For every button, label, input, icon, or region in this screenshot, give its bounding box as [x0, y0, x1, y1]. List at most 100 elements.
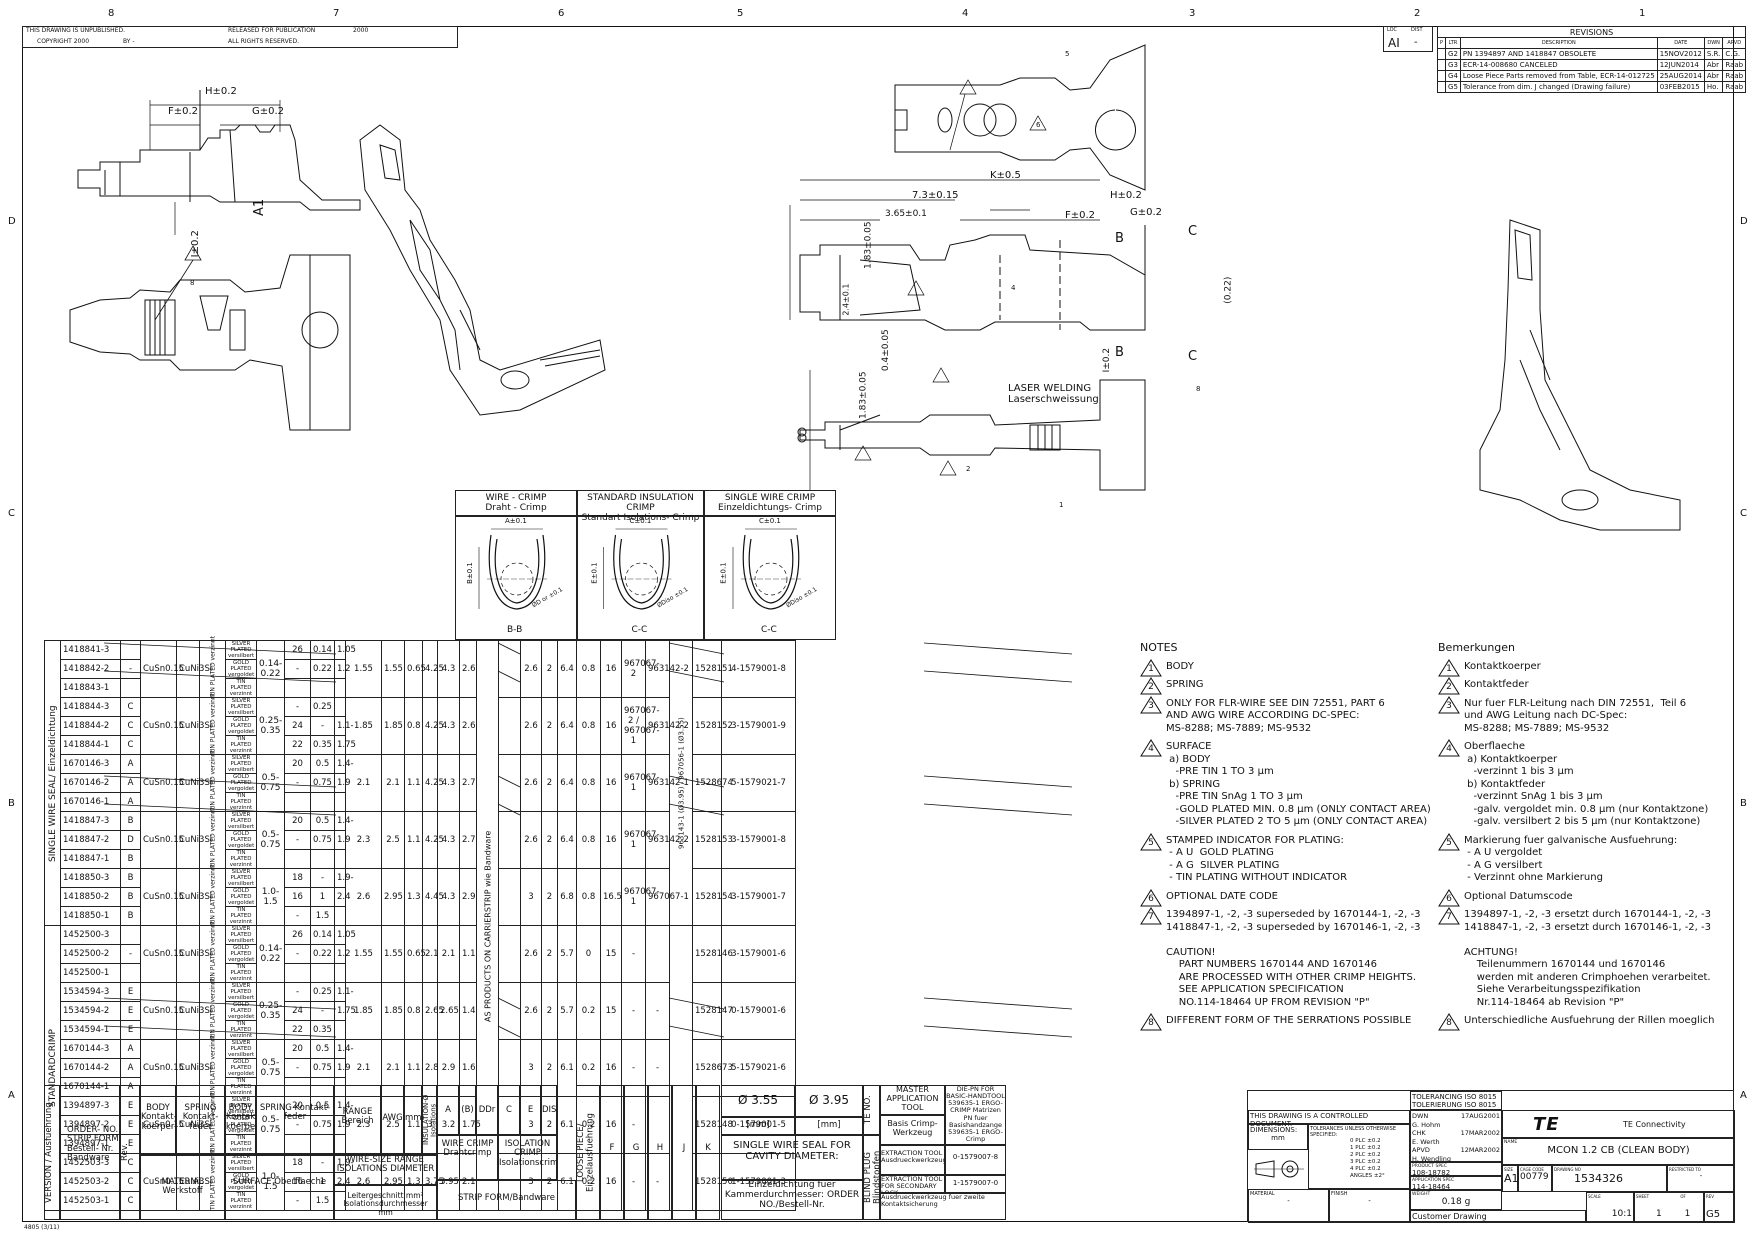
dim-i-right: I±0.2	[1102, 347, 1113, 373]
fghjk-cell: 0.2	[576, 982, 601, 1040]
logo-box: TE TE Connectivity	[1502, 1110, 1735, 1138]
crimp-dim-cell: 1.3	[404, 868, 423, 926]
awg-cell: 24	[284, 716, 311, 736]
crimp-dim-cell: 4.45	[422, 868, 444, 926]
dim-a1-label: A1	[252, 198, 268, 217]
crimp-profile	[732, 528, 801, 610]
awg-cell: -	[284, 773, 311, 793]
rev-cell: -	[120, 944, 141, 964]
awg-cell: 26	[284, 640, 311, 660]
crimp-profile	[603, 528, 672, 610]
released-text: RELEASED FOR PUBLICATION	[228, 27, 316, 34]
crimp-dim-cell: 2.7	[459, 811, 477, 869]
crimp-dim-cell: 1.1	[404, 754, 423, 812]
insulation-cell: 1.9	[334, 830, 351, 850]
company-name: TE Connectivity	[1623, 1120, 1686, 1129]
note-text: 1394897-1, -2, -3 ersetzt durch 1670144-…	[1464, 909, 1711, 1008]
spring-plating: TIN PLATED verzinnt	[225, 1077, 257, 1097]
crimp-dim-cell: 2.65	[422, 982, 444, 1040]
fghjk-cell: 0.8	[576, 754, 601, 812]
surface-header: SURFACE Oberflaeche	[225, 1155, 334, 1220]
form-number: 4805 (3/11)	[24, 1224, 60, 1231]
spring-plating: TIN PLATED verzinnt	[225, 906, 257, 926]
seal-355-cell: 967067-2 / 967067-1	[621, 697, 660, 755]
fghjk-cell: 2	[541, 811, 558, 869]
note-number: 7	[1446, 912, 1452, 923]
wire-size-header: WIRE-SIZE RANGE ISOLATIONS DIAMETER	[334, 1155, 437, 1185]
mm2-cell: -	[310, 1001, 335, 1021]
fghjk-header: F	[600, 1085, 624, 1220]
notes-title: NOTES	[1140, 641, 1178, 654]
crimp-dim-a: C±0.1	[759, 517, 781, 525]
zone-6: 6	[558, 8, 565, 19]
range-header: RANGE Bereich	[334, 1085, 381, 1155]
rev-cell: A	[120, 1058, 141, 1078]
mm2-cell: 1.5	[310, 906, 335, 926]
laser-welding-de: Laserschweissung	[1008, 394, 1099, 405]
die-number: 3-1579001-9	[721, 697, 796, 755]
crimp-col-header: DISO	[541, 1085, 557, 1135]
fghjk-cell: 3	[520, 868, 542, 926]
section-c-bottom: C	[1188, 349, 1198, 364]
seal-395-cell: 967067-1	[645, 868, 689, 926]
insulation-cell: 1.9	[334, 773, 351, 793]
rev-header: Rev.	[120, 1085, 140, 1220]
te-tool-number: 1528152	[692, 697, 733, 755]
fghjk-cell: 2.6	[520, 697, 542, 755]
spring-material: CuNi3Si	[176, 868, 212, 926]
insulation-cell: 1.2	[334, 659, 351, 679]
crimp-dim-cell: 2.95	[381, 868, 405, 926]
insulation-cell	[334, 697, 346, 717]
mm2-cell: 0.5	[310, 754, 335, 774]
fghjk-header: K	[696, 1085, 720, 1220]
callout-2: 2	[966, 465, 971, 473]
extraction-header: EXTRACTION TOOL Ausdrueckwerkzeug	[880, 1145, 945, 1175]
material-header: MATERIAL Werkstoff	[140, 1155, 225, 1220]
die-number: 0-1579001-6	[721, 982, 796, 1040]
insulation-cell: 1.4-	[334, 811, 354, 831]
fghjk-cell: 2.6	[520, 640, 542, 698]
rev-cell: B	[120, 906, 141, 926]
note-flag-icon: 8	[1438, 1013, 1460, 1031]
tolerance-row: 0 PLC ±0.2	[1350, 1138, 1381, 1144]
crimp-dim-cell: 1.4	[459, 982, 477, 1040]
spring-plating: SILVER PLATED versilbert	[225, 925, 257, 945]
dim-f-left: F±0.2	[168, 106, 199, 117]
phi-395-header: Ø 3.95	[795, 1085, 863, 1117]
section-b-bottom: B	[1115, 345, 1124, 360]
mm2-cell: 0.35	[310, 735, 335, 755]
note-number: 1	[1148, 663, 1154, 674]
note-text: 1394897-1, -2, -3 superseded by 1670144-…	[1166, 909, 1421, 1008]
zone-b-right: B	[1740, 798, 1747, 809]
crimp-dim-cell: 2.6	[345, 1153, 382, 1211]
awg-cell: -	[284, 697, 311, 717]
wire-range: 0.14-0.22	[256, 640, 285, 698]
fghjk-cell: 0.2	[576, 1153, 601, 1211]
fghjk-cell: 5.7	[557, 925, 577, 983]
crimp-dim-cell: 1.55	[381, 925, 405, 983]
crimp-dim-cell: 2.1	[459, 1153, 477, 1211]
mm2-cell: -	[310, 716, 335, 736]
die-number: 3-1579001-8	[721, 811, 796, 869]
spring-plating: GOLD PLATED vergoldet	[225, 1058, 257, 1078]
crimp-section-title: SINGLE WIRE CRIMP	[724, 493, 816, 503]
fghjk-cell: 0.8	[576, 811, 601, 869]
zone-a-left: A	[8, 1090, 15, 1101]
zone-3: 3	[1189, 8, 1196, 19]
awg-cell: 22	[284, 1020, 311, 1040]
part-number: 1534594-1	[60, 1020, 121, 1040]
part-number: 1452500-1	[60, 963, 121, 983]
